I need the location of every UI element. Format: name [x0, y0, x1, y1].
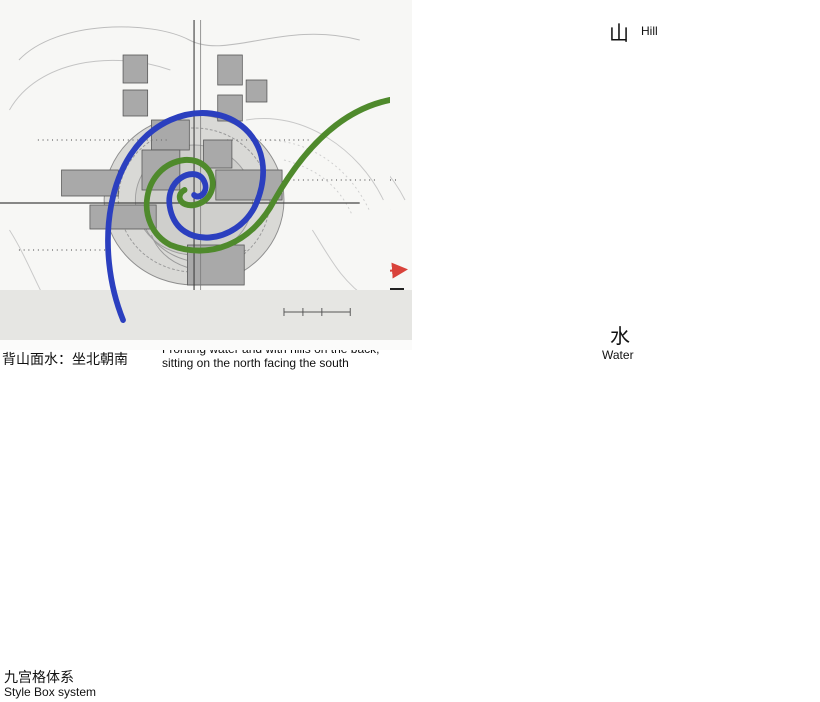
caption-en-3: Style Box system	[4, 685, 97, 699]
green-spiral	[143, 97, 390, 254]
water-char: 水	[610, 326, 630, 348]
caption-cn-3: 九宫格体系	[4, 669, 74, 685]
caption-cn-1: 背山面水：坐北朝南	[2, 351, 128, 367]
water-label: Water	[602, 348, 634, 362]
caption-en-1b: sitting on the north facing the south	[162, 356, 349, 370]
blue-spiral	[105, 110, 266, 323]
hill-label: Hill	[641, 24, 658, 38]
panel-spiral	[0, 0, 390, 350]
site-plan-4	[0, 0, 390, 341]
hill-char: 山	[609, 23, 629, 45]
